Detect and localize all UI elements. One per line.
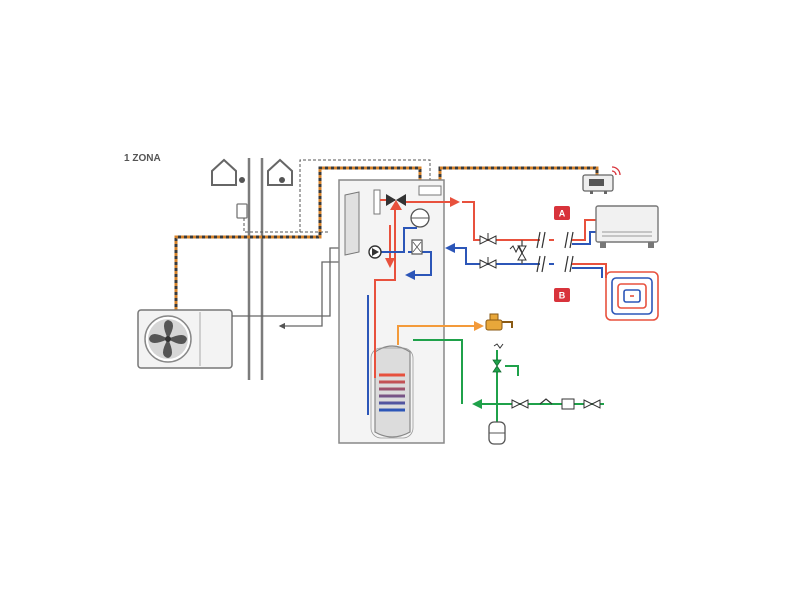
- pipe-break: [536, 231, 574, 273]
- return-from-zones: [445, 243, 554, 265]
- zone-b-piping: [572, 263, 607, 278]
- pump-icon: [368, 245, 382, 259]
- fan-coil-unit: [595, 205, 659, 248]
- control-board: [418, 185, 442, 196]
- cold-water-line: [413, 339, 604, 422]
- control-wiring-dashed: [243, 159, 431, 233]
- zone-badge-b: B: [554, 288, 570, 302]
- filter-icon: [411, 239, 423, 255]
- zone-title: 1 ZONA: [124, 153, 161, 164]
- flow-to-zones: [406, 197, 554, 241]
- expansion-vessel-icon: [488, 421, 506, 445]
- valve-icon: [386, 194, 406, 210]
- outdoor-unit: [137, 309, 233, 369]
- building-wall: [247, 158, 264, 380]
- thermostat-icon: [582, 174, 614, 194]
- svg-text:A: A: [559, 209, 566, 219]
- svg-text:B: B: [559, 291, 566, 301]
- zone-badge-a: A: [554, 206, 570, 220]
- electric-heater: [373, 189, 381, 215]
- valve-icon: [479, 233, 497, 269]
- power-cable: [174, 166, 599, 310]
- house-outdoor-icon: [211, 158, 245, 186]
- zone-a-piping: [572, 219, 598, 245]
- floor-coil-icon: [605, 271, 659, 321]
- house-indoor-icon: [267, 158, 293, 186]
- cold-water-valves: [511, 398, 601, 410]
- spring-valve-icon: [509, 240, 527, 264]
- plate-heat-exchanger: [344, 191, 360, 256]
- safety-valve-icon: [492, 343, 504, 373]
- dhw-tank: [370, 345, 414, 439]
- faucet-icon: [485, 313, 513, 331]
- expansion-vessel-icon: [410, 208, 430, 228]
- fan-icon: [144, 315, 192, 363]
- wifi-icon: [611, 166, 621, 176]
- dhw-outlet-line: [397, 321, 484, 345]
- outdoor-sensor: [236, 203, 248, 219]
